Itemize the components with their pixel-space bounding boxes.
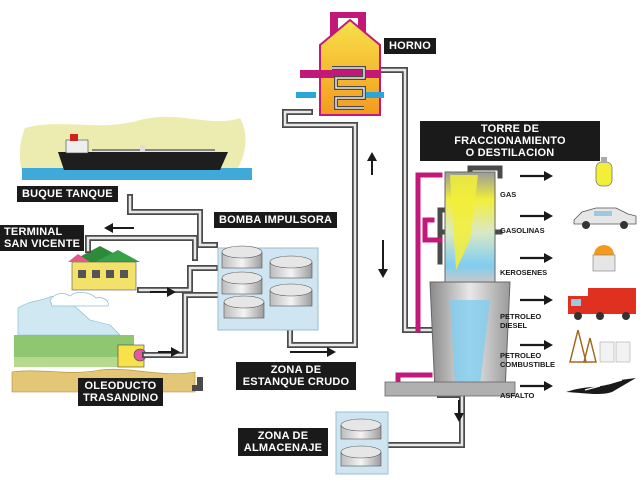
furnace-label: HORNO <box>384 38 436 54</box>
gas-cylinder-icon <box>595 157 613 187</box>
ship-label-text: BUQUE TANQUE <box>22 188 113 200</box>
road-icon <box>566 378 636 395</box>
tower-label-line1: TORRE DE FRACCIONAMIENTO <box>454 123 566 147</box>
product-label-line1: GAS <box>500 190 517 199</box>
pipeline-label-line1: OLEODUCTO <box>84 380 157 392</box>
arrow-left-icon <box>104 223 134 233</box>
truck-icon <box>568 288 636 320</box>
crude-tank <box>221 245 263 269</box>
arrow-down-icon <box>454 400 464 422</box>
furnace <box>296 12 384 116</box>
ship-scene <box>19 116 252 180</box>
product-label-line2: COMBUSTIBLE <box>500 360 555 369</box>
crude-zone-label: ZONA DE ESTANQUE CRUDO <box>236 362 356 390</box>
arrow-up-icon <box>367 152 377 175</box>
arrow-right-icon <box>520 381 553 391</box>
pipes <box>85 67 503 448</box>
product-label-combustible: PETROLEO COMBUSTIBLE <box>500 351 555 369</box>
pipeline-label-line2: TRASANDINO <box>83 392 159 404</box>
kerosene-lamp-icon <box>592 245 616 272</box>
terminal-building <box>68 246 140 291</box>
arrow-right-icon <box>520 253 553 263</box>
product-label-line1: PETROLEO <box>500 351 542 360</box>
crude-tank-area <box>217 245 319 331</box>
product-label-gasolinas: GASOLINAS <box>500 226 545 235</box>
arrow-right-icon <box>150 287 176 297</box>
product-label-line1: PETROLEO <box>500 312 542 321</box>
tanker-hull <box>58 152 228 170</box>
terminal-label: TERMINAL SAN VICENTE <box>0 225 85 251</box>
tanker-bridge <box>65 139 89 154</box>
tanker-mast <box>140 145 145 151</box>
product-label-line2: DIESEL <box>500 321 528 330</box>
car-icon <box>573 207 637 229</box>
product-arrows <box>520 171 553 391</box>
storage-tank <box>340 418 382 440</box>
mountain-scene <box>11 292 196 393</box>
ship-label: BUQUE TANQUE <box>17 186 118 202</box>
pipeline-label: OLEODUCTO TRASANDINO <box>78 378 163 406</box>
terminal-label-line2: SAN VICENTE <box>4 238 81 250</box>
storage-tank <box>340 445 382 467</box>
storage-tank-area <box>335 411 389 475</box>
tanker-funnel <box>70 134 78 141</box>
product-label-line1: GASOLINAS <box>500 226 545 235</box>
arrow-right-icon <box>520 211 553 221</box>
crude-tank <box>221 271 263 295</box>
sea <box>22 168 252 180</box>
arrow-right-icon <box>520 295 553 305</box>
product-label-kerosenes: KEROSENES <box>500 268 547 277</box>
arrow-down-icon <box>378 240 388 278</box>
arrow-right-icon <box>290 347 336 357</box>
product-label-asfalto: ASFALTO <box>500 391 534 400</box>
fractionation-tower <box>384 171 516 397</box>
pump-label: BOMBA IMPULSORA <box>214 212 338 228</box>
crude-zone-label-line2: ESTANQUE CRUDO <box>242 376 350 388</box>
storage-zone-label-line2: ALMACENAJE <box>243 442 323 454</box>
arrow-right-icon <box>520 340 553 350</box>
crude-tank <box>269 255 313 279</box>
arrow-right-icon <box>520 171 553 181</box>
tower-label: TORRE DE FRACCIONAMIENTO O DESTILACION <box>420 121 600 161</box>
cloud <box>49 292 109 307</box>
product-label-line1: KEROSENES <box>500 268 548 277</box>
product-label-gas: GAS <box>500 190 516 199</box>
storage-zone-label-line1: ZONA DE <box>257 430 309 442</box>
furnace-label-text: HORNO <box>389 40 431 52</box>
terminal-label-line1: TERMINAL <box>4 226 63 238</box>
storage-zone-label: ZONA DE ALMACENAJE <box>238 428 328 456</box>
oil-rig-icon <box>569 329 631 363</box>
product-label-line1: ASFALTO <box>500 391 535 400</box>
crude-zone-label-line1: ZONA DE <box>270 364 322 376</box>
crude-tank <box>269 283 313 307</box>
crude-tank <box>223 295 265 319</box>
tower-label-line2: O DESTILACION <box>465 147 555 159</box>
arrow-right-icon <box>158 347 180 357</box>
pump-label-text: BOMBA IMPULSORA <box>219 214 333 226</box>
product-label-diesel: PETROLEO DIESEL <box>500 312 541 330</box>
flow-arrows <box>104 152 464 422</box>
